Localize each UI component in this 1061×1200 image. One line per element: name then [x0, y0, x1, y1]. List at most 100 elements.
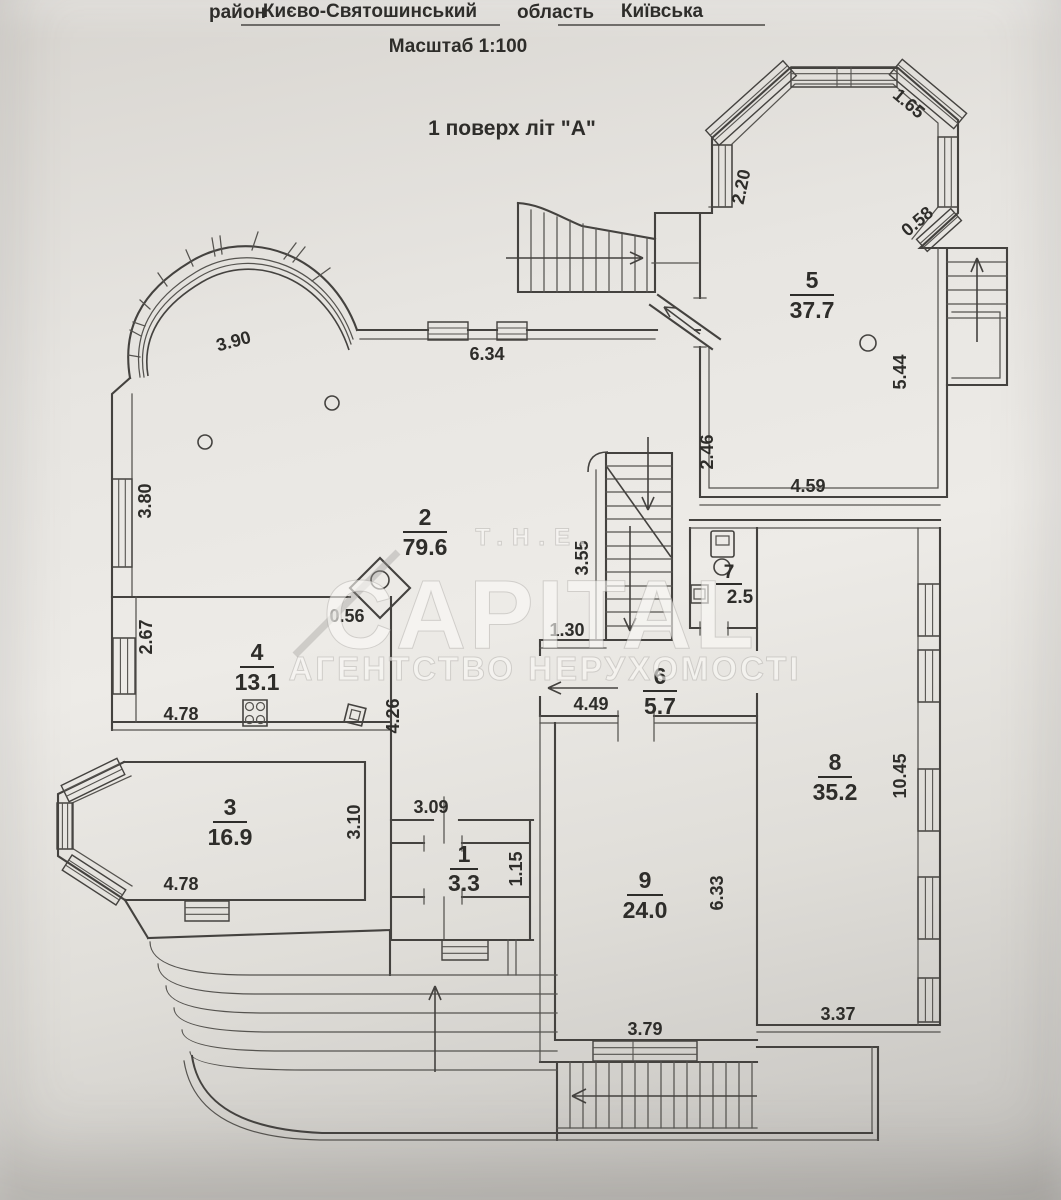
window-band	[938, 137, 958, 207]
document-header: район Києво-Святошинський область Київсь…	[209, 1, 765, 140]
curved-porch-steps	[125, 900, 878, 1140]
window-band	[706, 61, 797, 145]
room-4-number: 4	[251, 639, 264, 665]
room6-outline	[540, 640, 757, 741]
room-4-area: 13.1	[235, 669, 280, 695]
room-5-area: 37.7	[790, 297, 835, 323]
toilet-icon	[711, 531, 734, 575]
window-band	[918, 584, 940, 636]
window-band	[113, 638, 135, 694]
dim-r3-bottom: 4.78	[163, 874, 198, 894]
room-label-7: 7 2.5	[716, 562, 754, 608]
room4-outline	[112, 558, 410, 940]
upper-staircase	[506, 203, 700, 292]
dim-r5-left: 2.46	[697, 434, 717, 469]
window-band	[889, 59, 966, 128]
direction-arrow-left	[548, 682, 618, 694]
direction-arrow-right	[506, 252, 643, 264]
direction-arrow-up	[971, 258, 983, 342]
region-label: область	[517, 2, 594, 23]
window-band	[57, 803, 73, 849]
central-staircase	[588, 437, 672, 640]
agency-watermark: T.H.E. CAPITAL АГЕНТСТВО НЕРУХОМОСТІ	[288, 524, 802, 688]
room-9-area: 24.0	[623, 897, 668, 923]
room-9-number: 9	[639, 867, 652, 893]
room-label-5: 5 37.7	[790, 267, 835, 323]
room-1-number: 1	[458, 841, 471, 867]
district-label: район	[209, 2, 266, 23]
room-8-area: 35.2	[813, 779, 858, 805]
window-band	[442, 940, 488, 960]
watermark-tagline: АГЕНТСТВО НЕРУХОМОСТІ	[289, 650, 802, 687]
room-8-number: 8	[829, 749, 842, 775]
dim-r8-right: 10.45	[890, 753, 910, 798]
district-value: Києво-Святошинський	[263, 1, 477, 22]
room-2-number: 2	[419, 504, 432, 530]
dim-r9-bottom: 3.79	[627, 1019, 662, 1039]
window-band	[112, 479, 132, 567]
fireplace-icon	[350, 558, 410, 618]
watermark-logo-slash	[295, 552, 398, 655]
room-7-area: 2.5	[727, 587, 754, 608]
dim-r3-right: 3.10	[344, 804, 364, 839]
floor-title: 1 поверх літ "А"	[428, 117, 596, 140]
dim-stairs-left: 3.55	[572, 540, 592, 575]
door-diagonal	[650, 295, 720, 349]
room1-outline	[391, 797, 533, 975]
window-band	[185, 901, 229, 921]
window-band	[497, 322, 527, 340]
column-icon	[198, 435, 212, 449]
bay-window-mullions	[128, 232, 330, 357]
sink-icon	[344, 704, 366, 726]
room-3-area: 16.9	[208, 824, 253, 850]
scale-label: Масштаб 1:100	[389, 36, 528, 57]
room7-outline	[690, 520, 940, 635]
direction-arrow-up	[429, 986, 441, 1072]
dim-r8-bottom: 3.37	[820, 1004, 855, 1024]
balcony-stairs	[947, 248, 1007, 385]
window-band	[61, 758, 125, 801]
room-labels: 1 3.3 2 79.6 3 16.9 4 13.1 5 37.7 6 5.7	[208, 267, 858, 923]
window-band	[918, 978, 940, 1022]
stove-icon	[243, 700, 267, 726]
room-label-1: 1 3.3	[448, 841, 480, 896]
window-band	[791, 67, 897, 87]
room-1-area: 3.3	[448, 870, 480, 896]
room-label-2: 2 79.6	[403, 504, 448, 560]
window-band	[918, 769, 940, 831]
window-band	[917, 209, 962, 252]
room-5-number: 5	[806, 267, 819, 293]
window-band	[918, 650, 940, 702]
room-6-area: 5.7	[644, 693, 676, 719]
room-label-8: 8 35.2	[813, 749, 858, 805]
room-6-number: 6	[654, 663, 667, 689]
dim-top-wall: 6.34	[469, 344, 504, 364]
region-value: Київська	[621, 1, 704, 22]
window-band	[62, 855, 125, 905]
sink-icon	[691, 585, 708, 603]
dim-right-small: 0.58	[897, 202, 937, 240]
room-label-9: 9 24.0	[623, 867, 668, 923]
dim-r5-bottom: 4.59	[790, 476, 825, 496]
watermark-brand-top: T.H.E.	[475, 524, 594, 551]
room-3-number: 3	[224, 794, 237, 820]
dim-r6-bottom: 4.49	[573, 694, 608, 714]
dim-hall-left: 1.30	[549, 620, 584, 640]
room-label-3: 3 16.9	[208, 794, 253, 850]
room5-outline	[694, 68, 958, 505]
dim-bay-radius: 3.90	[214, 327, 253, 355]
room-label-4: 4 13.1	[235, 639, 280, 695]
window-band	[712, 145, 732, 207]
direction-arrow-down	[624, 437, 654, 631]
room-label-6: 6 5.7	[643, 663, 677, 719]
door-jambs	[424, 836, 462, 904]
dim-r1-right: 1.15	[506, 851, 526, 886]
entrance-stairs	[557, 1047, 878, 1140]
dim-r1-top: 3.09	[413, 797, 448, 817]
dim-r4-top: 0.56	[329, 606, 364, 626]
dim-r4-left: 2.67	[136, 619, 156, 654]
watermark-brand: CAPITAL	[323, 560, 757, 669]
dim-r5-right: 5.44	[890, 354, 910, 389]
